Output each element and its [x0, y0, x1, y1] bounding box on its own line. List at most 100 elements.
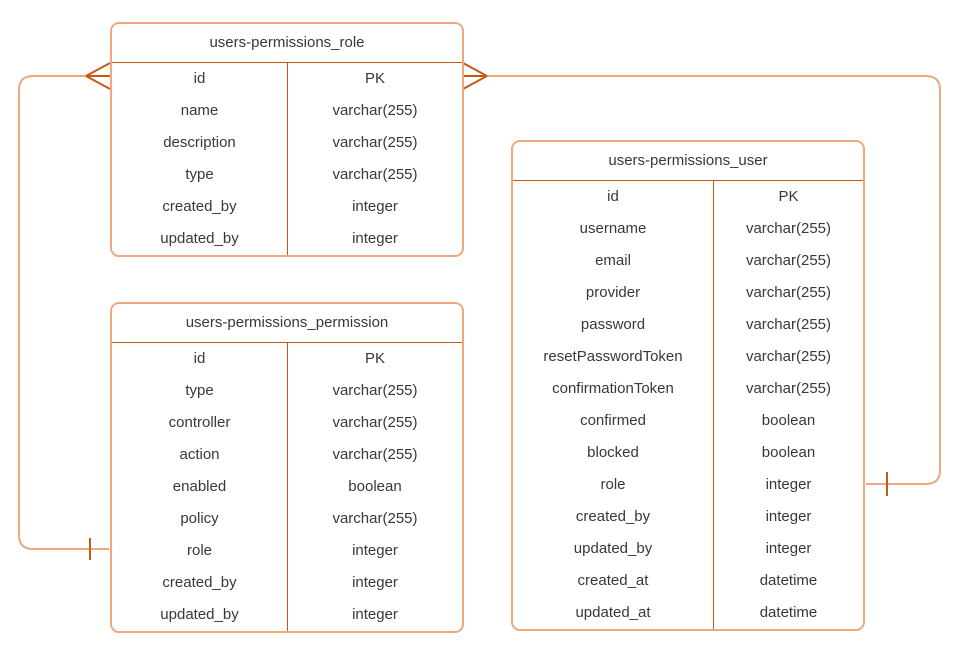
table-row[interactable]: provider varchar(255) — [513, 277, 863, 309]
field-type: varchar(255) — [332, 446, 418, 463]
table-row[interactable]: updated_by integer — [112, 223, 462, 255]
table-row[interactable]: created_by integer — [513, 501, 863, 533]
field-type: varchar(255) — [332, 382, 418, 399]
field-type: integer — [352, 542, 398, 559]
field-name: enabled — [112, 471, 288, 503]
field-name: updated_by — [112, 599, 288, 631]
table-title[interactable]: users-permissions_role — [112, 24, 462, 63]
field-name: provider — [513, 277, 714, 309]
field-type: varchar(255) — [745, 380, 832, 397]
table-row[interactable]: type varchar(255) — [112, 159, 462, 191]
field-name: type — [112, 159, 288, 191]
field-type: integer — [352, 230, 398, 247]
field-name: updated_by — [513, 533, 714, 565]
table-row[interactable]: action varchar(255) — [112, 439, 462, 471]
field-name: resetPasswordToken — [513, 341, 714, 373]
field-type: integer — [765, 508, 812, 525]
table-title[interactable]: users-permissions_permission — [112, 304, 462, 343]
field-type: integer — [765, 476, 812, 493]
field-name: blocked — [513, 437, 714, 469]
field-type: datetime — [759, 604, 818, 621]
table-fields: id PK type varchar(255) controller varchar(25… — [112, 343, 462, 631]
er-table-users-permissions-user[interactable]: users-permissions_user id PK username varch… — [511, 140, 865, 631]
er-table-users-permissions-role[interactable]: users-permissions_role id PK name varchar(2… — [110, 22, 464, 257]
field-type: PK — [364, 70, 385, 87]
field-name: email — [513, 245, 714, 277]
crow-foot-many-icon — [462, 62, 488, 90]
field-name: confirmed — [513, 405, 714, 437]
field-name: id — [513, 181, 714, 213]
field-type: integer — [352, 606, 398, 623]
table-row[interactable]: resetPasswordToken varchar(255) — [513, 341, 863, 373]
table-row[interactable]: confirmationToken varchar(255) — [513, 373, 863, 405]
field-type: varchar(255) — [745, 252, 832, 269]
field-type: varchar(255) — [332, 102, 418, 119]
field-type: datetime — [759, 572, 818, 589]
table-fields: id PK username varchar(255) email varchar(255… — [513, 181, 863, 629]
field-type: boolean — [761, 444, 816, 461]
field-name: id — [112, 63, 288, 95]
table-row[interactable]: id PK — [112, 63, 462, 95]
field-name: created_by — [112, 567, 288, 599]
field-type: varchar(255) — [332, 510, 418, 527]
table-row[interactable]: email varchar(255) — [513, 245, 863, 277]
field-name: updated_by — [112, 223, 288, 255]
field-type: varchar(255) — [332, 166, 418, 183]
table-row[interactable]: name varchar(255) — [112, 95, 462, 127]
table-row[interactable]: controller varchar(255) — [112, 407, 462, 439]
table-row[interactable]: role integer — [112, 535, 462, 567]
field-type: varchar(255) — [332, 414, 418, 431]
field-name: created_by — [112, 191, 288, 223]
field-name: description — [112, 127, 288, 159]
field-type: PK — [778, 188, 799, 205]
table-row[interactable]: type varchar(255) — [112, 375, 462, 407]
table-row[interactable]: id PK — [513, 181, 863, 213]
table-row[interactable]: password varchar(255) — [513, 309, 863, 341]
field-name: username — [513, 213, 714, 245]
field-name: created_by — [513, 501, 714, 533]
table-row[interactable]: username varchar(255) — [513, 213, 863, 245]
table-row[interactable]: enabled boolean — [112, 471, 462, 503]
table-row[interactable]: created_by integer — [112, 567, 462, 599]
field-type: varchar(255) — [745, 316, 832, 333]
field-type: PK — [364, 350, 385, 367]
field-type: varchar(255) — [745, 284, 832, 301]
table-row[interactable]: updated_by integer — [112, 599, 462, 631]
table-row[interactable]: blocked boolean — [513, 437, 863, 469]
table-row[interactable]: updated_by integer — [513, 533, 863, 565]
field-type: varchar(255) — [745, 348, 832, 365]
crow-foot-many-icon — [85, 62, 111, 90]
field-type: integer — [352, 574, 398, 591]
field-name: password — [513, 309, 714, 341]
field-name: action — [112, 439, 288, 471]
connector-role-to-permission[interactable] — [18, 75, 109, 550]
field-type: boolean — [348, 478, 402, 495]
table-row[interactable]: description varchar(255) — [112, 127, 462, 159]
field-name: confirmationToken — [513, 373, 714, 405]
field-name: role — [513, 469, 714, 501]
field-name: role — [112, 535, 288, 567]
table-row[interactable]: id PK — [112, 343, 462, 375]
table-row[interactable]: role integer — [513, 469, 863, 501]
table-row[interactable]: confirmed boolean — [513, 405, 863, 437]
field-type: boolean — [761, 412, 816, 429]
field-name: controller — [112, 407, 288, 439]
table-title[interactable]: users-permissions_user — [513, 142, 863, 181]
field-name: policy — [112, 503, 288, 535]
field-name: updated_at — [513, 597, 714, 629]
table-row[interactable]: policy varchar(255) — [112, 503, 462, 535]
field-name: name — [112, 95, 288, 127]
table-row[interactable]: updated_at datetime — [513, 597, 863, 629]
field-type: varchar(255) — [332, 134, 418, 151]
field-type: integer — [765, 540, 812, 557]
connector-role-to-user[interactable] — [487, 75, 941, 485]
table-fields: id PK name varchar(255) description varchar(2… — [112, 63, 462, 255]
field-type: varchar(255) — [745, 220, 832, 237]
field-name: id — [112, 343, 288, 375]
field-name: type — [112, 375, 288, 407]
er-table-users-permissions-permission[interactable]: users-permissions_permission id PK type var… — [110, 302, 464, 633]
